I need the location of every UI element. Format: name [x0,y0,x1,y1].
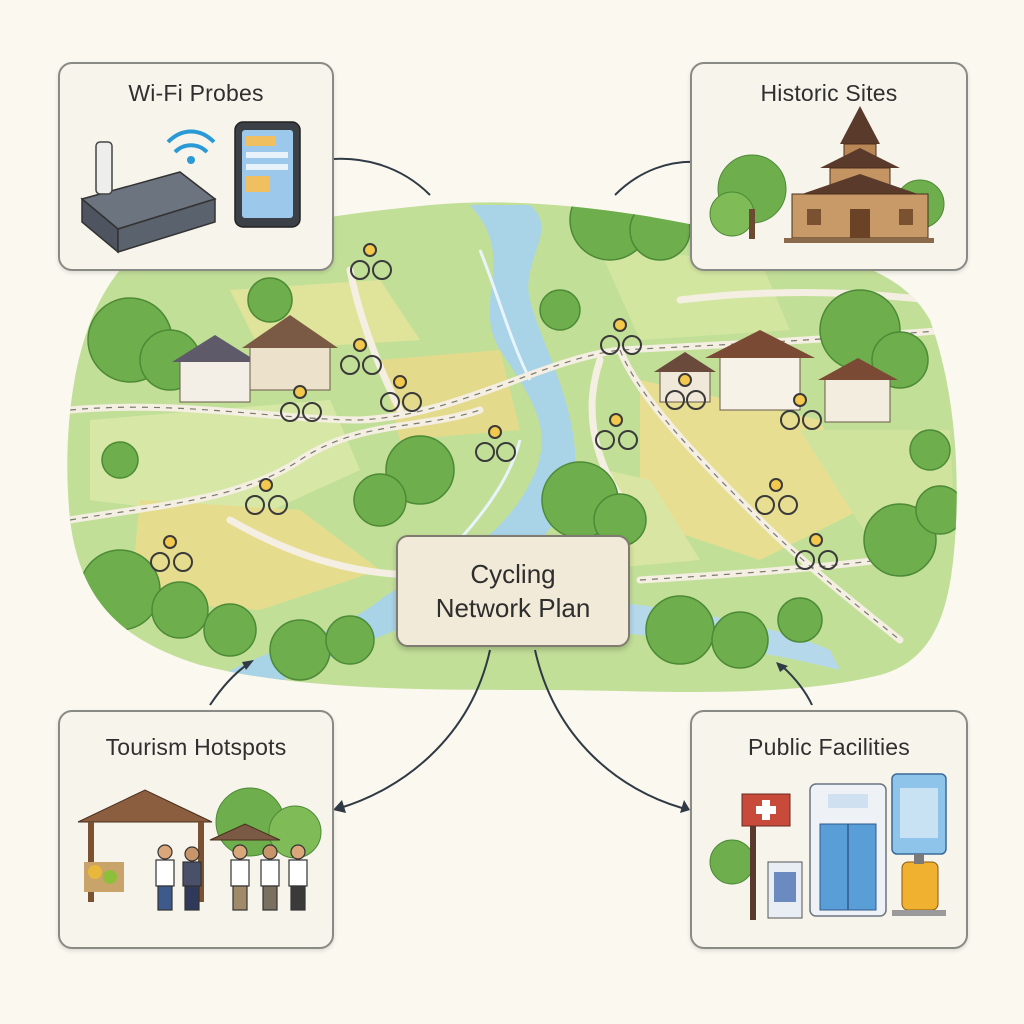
node-historic-sites: Historic Sites [690,62,968,271]
public-facilities-icon [709,773,947,920]
arrow-to-wifi [321,157,431,196]
node-title-facilities: Public Facilities [748,734,910,760]
map-terrain [67,202,957,692]
node-title-wifi: Wi-Fi Probes [128,80,264,106]
wifi-router-phone-icon [80,121,301,254]
node-wifi-probes: Wi-Fi Probes [58,62,334,271]
arrow-from-tourism-corner [209,663,249,706]
arrow-to-facilities [534,649,683,809]
node-tourism-hotspots: Tourism Hotspots [58,710,334,949]
pagoda-temple-icon [709,106,945,243]
arrow-to-tourism [339,649,491,809]
node-title-tourism: Tourism Hotspots [105,734,287,760]
node-title-historic: Historic Sites [760,80,898,106]
arrow-from-facilities-corner [781,665,813,706]
arrow-to-historic [614,160,701,196]
village-houses [172,315,898,423]
center-title-line1: Cycling [470,559,556,589]
cyclists [150,243,838,572]
pavilion-tourists-icon [77,787,322,911]
center-title-line2: Network Plan [435,593,591,623]
connector-arrows [209,157,813,809]
node-public-facilities: Public Facilities [690,710,968,949]
center-node-cycling-network-plan: Cycling Network Plan [396,535,630,647]
map-trees [79,202,957,681]
